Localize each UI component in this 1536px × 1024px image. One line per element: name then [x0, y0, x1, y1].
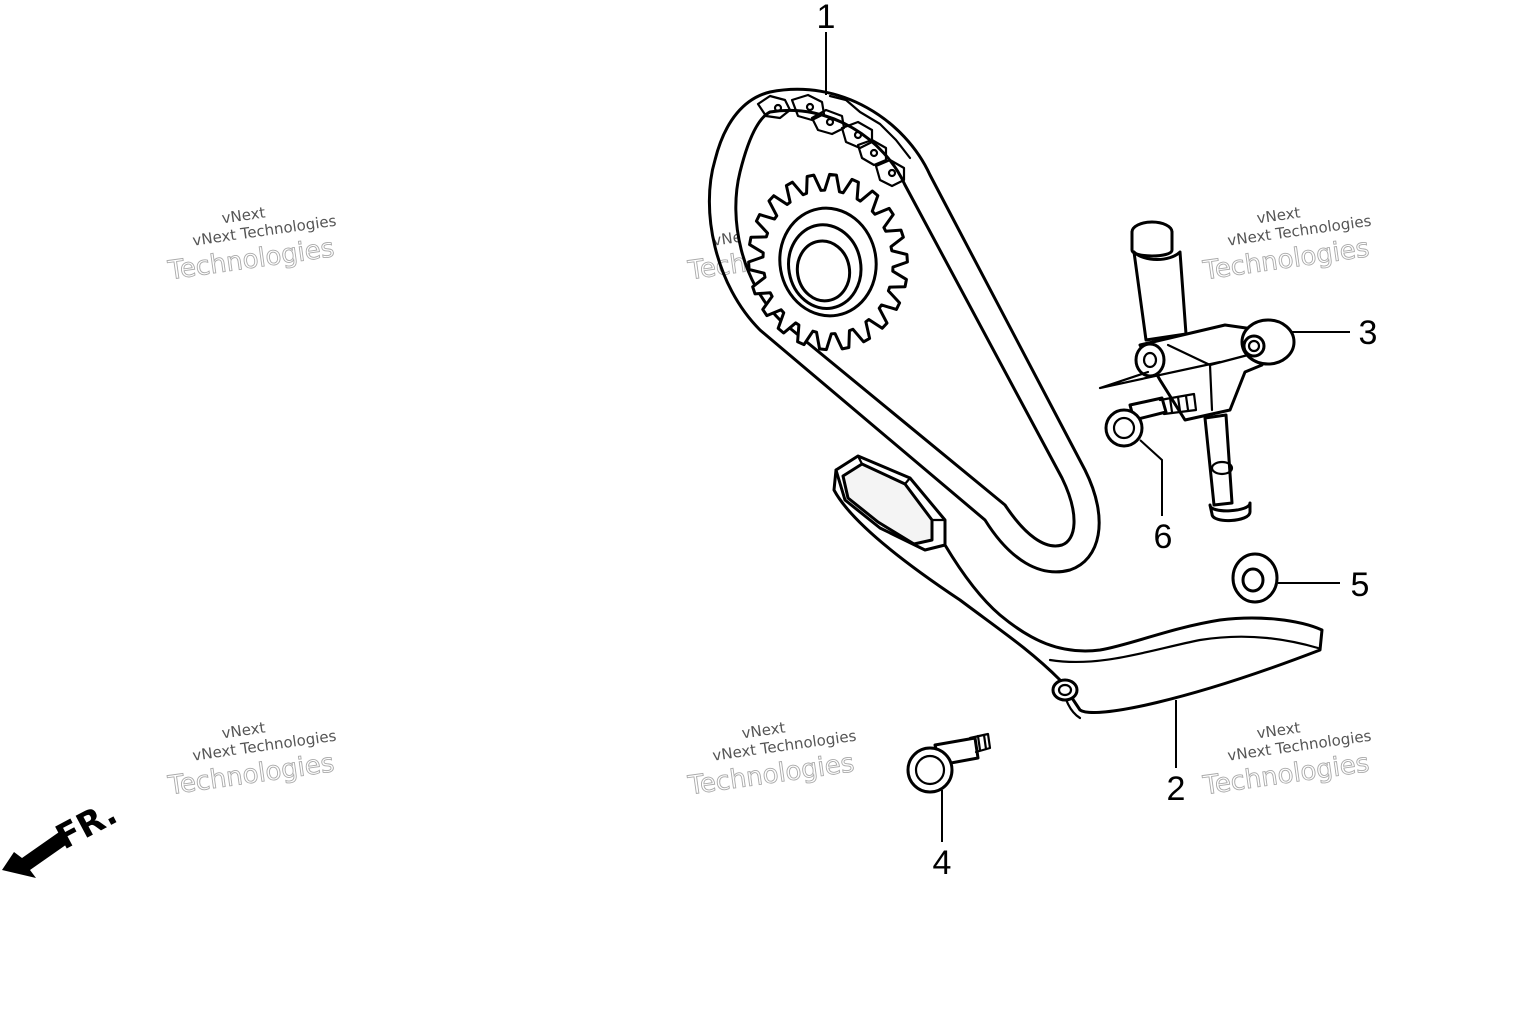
callout-numbers: 1 2 3 4 5 6	[817, 0, 1378, 882]
bolt-small	[1104, 392, 1198, 448]
callout-2: 2	[1167, 770, 1186, 808]
washer	[1231, 552, 1279, 604]
callout-5: 5	[1351, 566, 1370, 604]
leader-lines	[825, 32, 1350, 842]
tensioner-arm	[832, 454, 1324, 720]
callout-6: 6	[1154, 518, 1173, 556]
watermark-top-left: vNext vNext Technologies Technologies	[165, 203, 337, 286]
front-arrow-icon	[2, 830, 70, 878]
watermark-top-right: vNext vNext Technologies Technologies	[1200, 203, 1372, 286]
watermark-text-small: vNext	[1256, 718, 1302, 742]
watermark-bottom-left: vNext vNext Technologies Technologies	[165, 718, 337, 801]
callout-1: 1	[817, 0, 836, 36]
bolt-large	[906, 732, 992, 794]
watermark-text-small: vNext	[1256, 203, 1302, 227]
watermark-text-small: vNext	[741, 718, 787, 742]
cam-sprocket	[747, 172, 909, 352]
watermark-bottom-center: vNext vNext Technologies Technologies	[685, 718, 857, 801]
callout-4: 4	[933, 844, 952, 882]
front-direction-indicator: FR.	[2, 793, 124, 878]
chain-tensioner	[1098, 220, 1296, 522]
watermark-bottom-right: vNext vNext Technologies Technologies	[1200, 718, 1372, 801]
watermark-text-small: vNext	[221, 718, 267, 742]
watermark-text-small: vNext	[221, 203, 267, 227]
leader-6	[1139, 439, 1163, 516]
callout-3: 3	[1359, 314, 1378, 352]
